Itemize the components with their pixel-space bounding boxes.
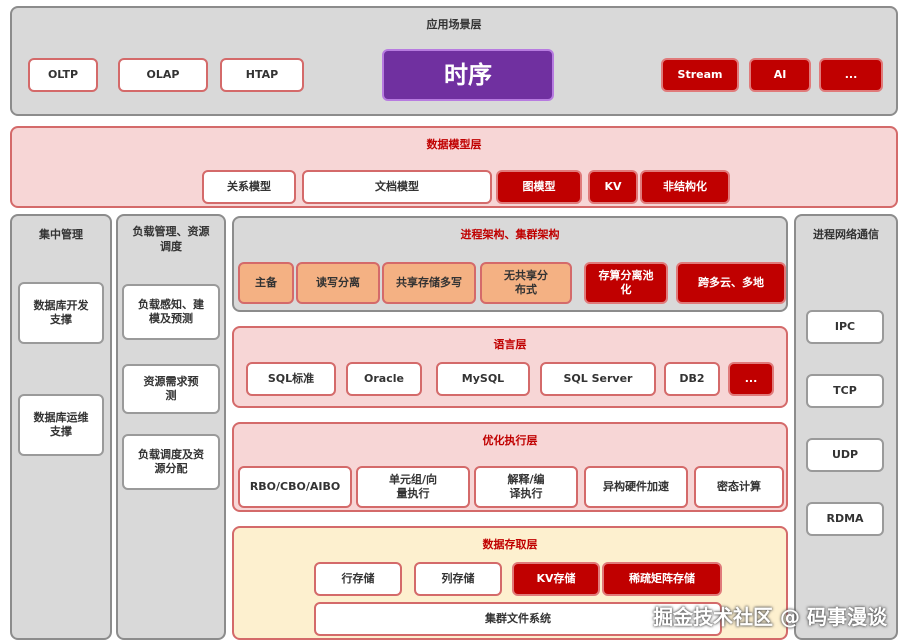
model-layer: 数据模型层 关系模型 文档模型 图模型 KV 非结构化 <box>10 126 898 208</box>
load-awareness-box: 负载感知、建模及预测 <box>122 284 220 340</box>
udp-box: UDP <box>806 438 884 472</box>
oracle-box: Oracle <box>346 362 422 396</box>
optimizer-layer-title: 优化执行层 <box>482 434 538 447</box>
stream-box: Stream <box>661 58 739 92</box>
arch-layer: 进程架构、集群架构 主备 读写分离 共享存储多写 无共享分布式 存算分离池化 跨… <box>232 216 788 312</box>
language-layer: 语言层 SQL标准 Oracle MySQL SQL Server DB2 ..… <box>232 326 788 408</box>
central-management-panel: 集中管理 数据库开发支撑 数据库运维支撑 <box>10 214 112 640</box>
olap-box: OLAP <box>118 58 208 92</box>
rdma-box: RDMA <box>806 502 884 536</box>
sql-server-box: SQL Server <box>540 362 656 396</box>
sparse-matrix-store-box: 稀疏矩阵存储 <box>602 562 722 596</box>
central-management-title: 集中管理 <box>39 228 83 241</box>
app-layer: 应用场景层 OLTP OLAP HTAP 时序 Stream AI ... <box>10 6 898 116</box>
tcp-box: TCP <box>806 374 884 408</box>
rw-split-box: 读写分离 <box>296 262 380 304</box>
disaggregated-pool-box: 存算分离池化 <box>584 262 668 304</box>
storage-layer-title: 数据存取层 <box>482 538 538 551</box>
sql-standard-box: SQL标准 <box>246 362 336 396</box>
heterogeneous-hw-box: 异构硬件加速 <box>584 466 688 508</box>
rbo-cbo-aibo-box: RBO/CBO/AIBO <box>238 466 352 508</box>
encrypted-compute-box: 密态计算 <box>694 466 784 508</box>
shared-nothing-box: 无共享分布式 <box>480 262 572 304</box>
load-scheduling-box: 负载调度及资源分配 <box>122 434 220 490</box>
arch-layer-title: 进程架构、集群架构 <box>460 228 560 241</box>
storage-layer: 数据存取层 行存储 列存储 KV存储 稀疏矩阵存储 集群文件系统 <box>232 526 788 640</box>
watermark: 掘金技术社区 @ 码事漫谈 <box>653 605 887 629</box>
tuple-vector-exec-box: 单元组/向量执行 <box>356 466 470 508</box>
network-panel: 进程网络通信 IPC TCP UDP RDMA <box>794 214 898 640</box>
db-dev-support-box: 数据库开发支撑 <box>18 282 104 344</box>
app-layer-title: 应用场景层 <box>426 18 482 31</box>
relational-model-box: 关系模型 <box>202 170 296 204</box>
db2-box: DB2 <box>664 362 720 396</box>
row-store-box: 行存储 <box>314 562 402 596</box>
load-management-panel: 负载管理、资源调度 负载感知、建模及预测 资源需求预测 负载调度及资源分配 <box>116 214 226 640</box>
kv-store-box: KV存储 <box>512 562 600 596</box>
optimizer-layer: 优化执行层 RBO/CBO/AIBO 单元组/向量执行 解释/编译执行 异构硬件… <box>232 422 788 512</box>
unstructured-model-box: 非结构化 <box>640 170 730 204</box>
primary-standby-box: 主备 <box>238 262 294 304</box>
kv-model-box: KV <box>588 170 638 204</box>
timeseries-box: 时序 <box>382 49 554 101</box>
app-more-box: ... <box>819 58 883 92</box>
mysql-box: MySQL <box>436 362 530 396</box>
multi-cloud-box: 跨多云、多地 <box>676 262 786 304</box>
ai-box: AI <box>749 58 811 92</box>
language-more-box: ... <box>728 362 774 396</box>
column-store-box: 列存储 <box>414 562 502 596</box>
shared-storage-box: 共享存储多写 <box>382 262 476 304</box>
interpret-compile-exec-box: 解释/编译执行 <box>474 466 578 508</box>
model-layer-title: 数据模型层 <box>426 138 482 151</box>
db-ops-support-box: 数据库运维支撑 <box>18 394 104 456</box>
htap-box: HTAP <box>220 58 304 92</box>
resource-forecast-box: 资源需求预测 <box>122 364 220 414</box>
cluster-filesystem-box: 集群文件系统 <box>314 602 722 636</box>
document-model-box: 文档模型 <box>302 170 492 204</box>
oltp-box: OLTP <box>28 58 98 92</box>
ipc-box: IPC <box>806 310 884 344</box>
graph-model-box: 图模型 <box>496 170 582 204</box>
load-management-title: 负载管理、资源调度 <box>132 225 210 253</box>
language-layer-title: 语言层 <box>493 338 527 351</box>
network-panel-title: 进程网络通信 <box>813 228 879 241</box>
